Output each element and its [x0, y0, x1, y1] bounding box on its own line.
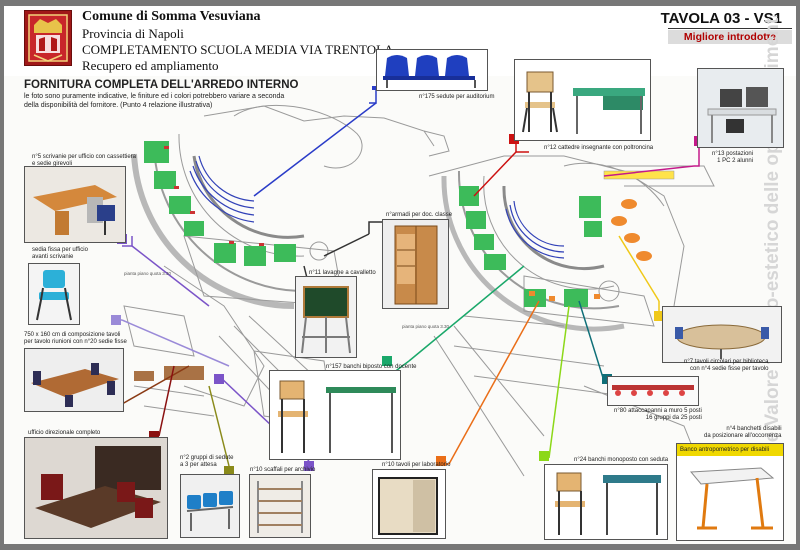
label-composition: 750 x 160 cm di composizione tavoli per …	[24, 332, 127, 346]
improvements-badge: Migliore introdotte	[668, 30, 792, 44]
label-cabinets: n°armadi per doc. classe	[386, 212, 453, 218]
label-lab: n°10 tavoli per laboratorio	[382, 462, 451, 468]
marker-circular	[654, 311, 664, 321]
label-easel: n°11 lavagne a cavalletto	[309, 270, 376, 276]
photo-lab-table	[372, 469, 446, 539]
label-teacher: n°12 cattedre insegnante con poltroncina	[544, 145, 654, 151]
photo-single-bench	[544, 464, 668, 540]
left-plan-benches	[144, 141, 296, 266]
section-note: le foto sono puramente indicative, le fi…	[24, 93, 324, 110]
marker-composition	[111, 315, 121, 325]
label-chairs: sedia fissa per ufficio avanti scrivanie	[32, 247, 88, 261]
sheet-code: TAVOLA 03 - VS1	[660, 10, 782, 27]
label-auditorium: n°175 sedute per auditorium	[419, 94, 495, 100]
photo-circular-tables	[662, 306, 782, 363]
marker-lab	[436, 456, 446, 466]
marker-shelves2	[304, 461, 314, 471]
photo-hangers	[607, 376, 699, 406]
label-seating-text: n°2 gruppi di sedute a 3 per attesa	[180, 455, 234, 468]
label-hangers: n°80 attaccapanni a muro 5 posti 16 grup…	[614, 408, 702, 422]
photo-double-bench	[269, 370, 401, 460]
photo-cabinet	[382, 219, 449, 309]
project-subtitle: Recupero ed ampliamento	[82, 58, 219, 73]
section-note-line2: della disponibilità del fornitore. (Punt…	[24, 101, 213, 109]
disabled-title-bar: Banco antropometrico per disabili	[677, 444, 783, 456]
label-pc: n°13 postazioni 1 PC 2 alunni	[712, 151, 753, 165]
province-name: Provincia di Napoli	[82, 26, 184, 41]
photo-shelves	[249, 474, 311, 538]
marker-shelves	[214, 374, 224, 384]
drawing-sheet: Comune di Somma Vesuviana Provincia di N…	[4, 6, 796, 544]
plan-note-right: pianta piano quota 3.30	[402, 324, 450, 329]
section-title: FORNITURA COMPLETA DELL'ARREDO INTERNO	[24, 79, 299, 91]
label-pc-text: n°13 postazioni 1 PC 2 alunni	[712, 151, 754, 164]
photo-easel	[295, 276, 357, 358]
label-monoposto: n°24 banchi monoposto con seduta	[574, 457, 669, 463]
label-disabled-note-text: n°4 banchetti disabili da posizionare al…	[704, 426, 782, 439]
left-plan-auditorium	[189, 155, 255, 223]
label-shelves: n°10 scaffali per archivio	[250, 467, 316, 473]
label-composition-text: 750 x 160 cm di composizione tavoli per …	[24, 332, 127, 345]
project-title: COMPLETAMENTO SCUOLA MEDIA VIA TRENTOLA	[82, 42, 394, 57]
label-desks-text: n°5 scrivanie per ufficio con cassettier…	[32, 154, 137, 167]
label-biposto: n°157 banchi biposto con docente	[326, 364, 417, 370]
section-note-line1: le foto sono puramente indicative, le fi…	[24, 93, 285, 100]
right-plan-benches	[459, 186, 602, 307]
photo-teacher-desk	[514, 59, 651, 141]
photo-director-office	[24, 437, 168, 539]
title-block: Comune di Somma Vesuviana Provincia di N…	[4, 6, 796, 76]
municipal-crest-icon	[24, 10, 72, 66]
label-disabled-note: n°4 banchetti disabili da posizionare al…	[704, 426, 782, 440]
municipality-name: Comune di Somma Vesuviana	[82, 9, 261, 24]
marker-biposto	[382, 356, 392, 366]
photo-office-desk	[24, 166, 126, 243]
marker-seating	[224, 466, 234, 476]
label-circular: n°7 tavoli circolari per biblioteca con …	[684, 359, 768, 373]
plan-note-left: pianta piano quota 3.30	[124, 271, 172, 276]
label-seating: n°2 gruppi di sedute a 3 per attesa	[180, 455, 233, 469]
divider	[668, 28, 792, 29]
photo-disabled-bench: Banco antropometrico per disabili	[676, 443, 784, 541]
label-director: ufficio direzionale completo	[28, 430, 101, 436]
label-circular-text: n°7 tavoli circolari per biblioteca con …	[684, 359, 769, 372]
right-plan-auditorium	[505, 200, 565, 259]
right-plan-special	[529, 170, 675, 301]
photo-auditorium-seats	[376, 49, 488, 91]
marker-director	[149, 431, 159, 441]
photo-pc-station	[697, 68, 784, 148]
marker-monoposto	[539, 451, 549, 461]
label-hangers-text: n°80 attaccapanni a muro 5 posti 16 grup…	[614, 408, 702, 421]
label-desks: n°5 scrivanie per ufficio con cassettier…	[32, 154, 136, 168]
photo-office-chair	[28, 263, 80, 325]
photo-meeting-table	[24, 348, 124, 412]
photo-waiting-seats	[180, 474, 240, 538]
label-chairs-text: sedia fissa per ufficio avanti scrivanie	[32, 247, 88, 260]
